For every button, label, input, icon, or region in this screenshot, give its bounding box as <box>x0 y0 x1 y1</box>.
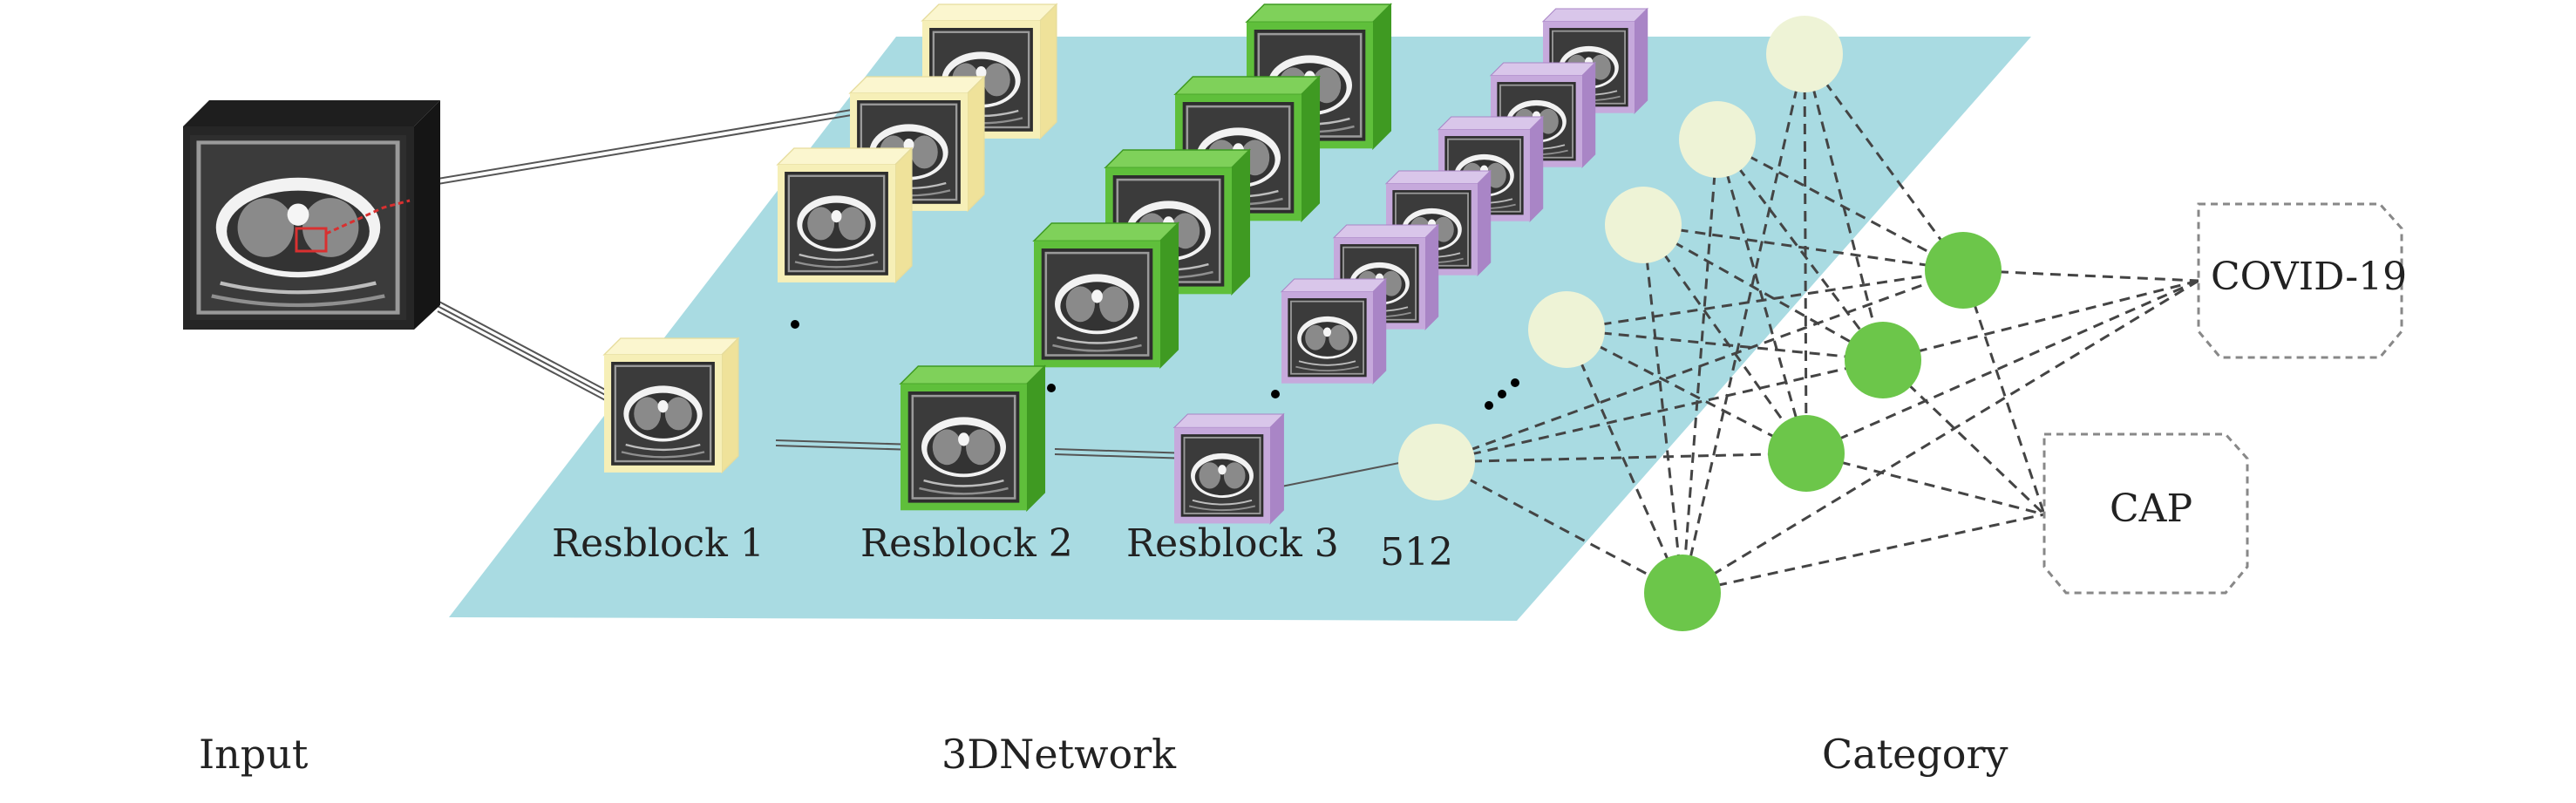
resblock2-label: Resblock 2 <box>860 521 1073 566</box>
resblock3-stack <box>1174 9 1648 523</box>
resblock1-cube <box>778 148 912 282</box>
hidden-node <box>1925 232 2002 309</box>
category-stage-label: Category <box>1822 731 2008 778</box>
connection-edge <box>1803 53 1965 271</box>
connection-edge <box>1641 224 1808 454</box>
stack-dot <box>1047 384 1056 392</box>
connection-edge <box>1436 358 1884 464</box>
cap-class-box <box>2042 432 2249 595</box>
resblock1-label: Resblock 1 <box>552 521 765 566</box>
feature-node <box>1605 187 1682 263</box>
feature-node <box>1528 291 1605 368</box>
stack-dot <box>791 320 799 329</box>
connection-edge <box>1962 269 2199 282</box>
hidden-node <box>1644 555 1721 631</box>
cap-class-label: CAP <box>2110 487 2193 531</box>
feature-size-label: 512 <box>1380 530 1453 575</box>
dense-connections <box>1436 53 2199 595</box>
resblock2-cube <box>901 366 1044 510</box>
resblock1-stack <box>604 4 1057 473</box>
connection-edge <box>1436 269 1964 464</box>
connection-edge <box>1716 139 1885 361</box>
resblock2-cube <box>1034 223 1178 367</box>
feature-node-column <box>1398 16 1843 500</box>
hidden-node <box>1845 322 1921 398</box>
resblock3-label: Resblock 3 <box>1126 521 1339 566</box>
connection-edge <box>1805 279 2199 455</box>
connection-edge <box>1681 53 1806 594</box>
hidden-node <box>1768 415 1845 492</box>
connection-edge <box>1436 452 1807 464</box>
connection-edge <box>1642 223 1884 362</box>
connection-edge <box>1565 329 1684 594</box>
connection-edge <box>1566 328 1807 455</box>
connection-edge <box>1803 53 1808 454</box>
hidden-node-column <box>1644 232 2002 631</box>
connection-edge <box>1682 279 2199 595</box>
stack-dot <box>1271 390 1280 398</box>
feature-node <box>1679 101 1756 178</box>
input-ct-volume <box>183 100 440 330</box>
lesion-marker <box>295 227 328 253</box>
ellipsis-dots <box>1485 378 1519 410</box>
feature-node <box>1766 16 1843 92</box>
resblock2-stack <box>901 4 1390 510</box>
connection-edge <box>1436 460 1683 595</box>
resblock3-cube <box>1281 279 1386 384</box>
resblock3-cube <box>1174 414 1283 523</box>
connection-edge <box>1961 269 2046 515</box>
input-connection-lines <box>437 98 1404 489</box>
connection-edge <box>1805 452 2045 516</box>
connection-edge <box>1641 224 1684 594</box>
feature-node <box>1398 424 1475 500</box>
covid-class-box <box>2197 202 2403 359</box>
connection-edge <box>1642 223 1964 272</box>
input-stage-label: Input <box>199 731 309 778</box>
connection-edge <box>1882 279 2199 362</box>
connection-edge <box>1566 328 1884 362</box>
connection-edge <box>1682 513 2045 595</box>
network-stage-label: 3DNetwork <box>941 731 1177 778</box>
covid-class-label: COVID-19 <box>2211 255 2408 299</box>
connection-edge <box>1566 269 1964 331</box>
connection-edge <box>1716 138 1964 272</box>
connection-edge <box>1716 139 1808 454</box>
resblock1-cube <box>604 338 738 473</box>
